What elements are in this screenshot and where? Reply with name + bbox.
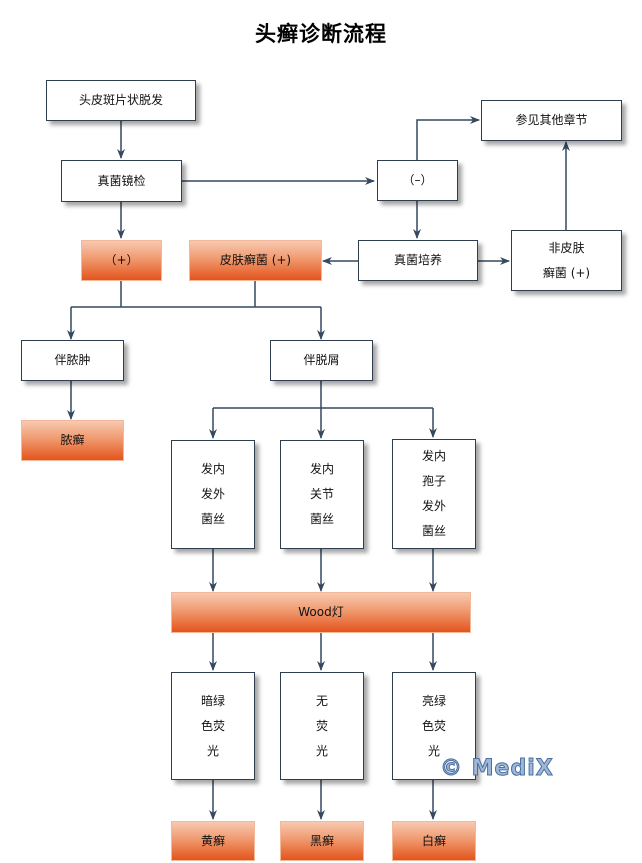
node-dermatophyte-positive: 皮肤癣菌 (+) xyxy=(189,240,322,281)
node-endothrix-arthrospore-hyphae: 发内 关节 菌丝 xyxy=(280,440,364,549)
node-black-dot-ringworm: 黑癣 xyxy=(280,821,364,861)
node-no-fluorescence: 无 荧 光 xyxy=(280,672,364,780)
node-wood-lamp: Wood灯 xyxy=(171,592,471,633)
node-see-other-chapters: 参见其他章节 xyxy=(481,100,622,141)
node-bright-green-fluorescence: 亮绿 色荧 光 xyxy=(392,672,476,780)
node-with-scaling: 伴脱屑 xyxy=(270,340,373,381)
node-white-ringworm: 白癣 xyxy=(392,821,476,861)
node-dark-green-fluorescence: 暗绿 色荧 光 xyxy=(171,672,255,780)
node-with-kerion: 伴脓肿 xyxy=(21,340,124,381)
medix-watermark: © MediX xyxy=(440,756,554,782)
node-negative: （–） xyxy=(377,160,458,201)
node-endothrix-ectothrix-hyphae: 发内 发外 菌丝 xyxy=(171,440,255,549)
node-scalp-patchy-alopecia: 头皮斑片状脱发 xyxy=(46,80,196,121)
connector-scaling-split xyxy=(213,380,433,409)
node-non-dermatophyte-positive: 非皮肤 癣菌 (+) xyxy=(511,230,622,291)
node-endothrix-spore-ectothrix-hyphae: 发内 孢子 发外 菌丝 xyxy=(392,439,476,549)
node-fungal-microscopy: 真菌镜检 xyxy=(61,160,182,202)
arrow-negative-to-see-other xyxy=(416,116,480,160)
node-favus: 黄癣 xyxy=(171,821,255,861)
node-positive: （+） xyxy=(81,240,162,281)
connector-positives-merge xyxy=(71,281,321,308)
diagram-title: 头癣诊断流程 xyxy=(255,22,387,46)
node-fungal-culture: 真菌培养 xyxy=(358,240,478,281)
node-kerion: 脓癣 xyxy=(21,420,124,461)
